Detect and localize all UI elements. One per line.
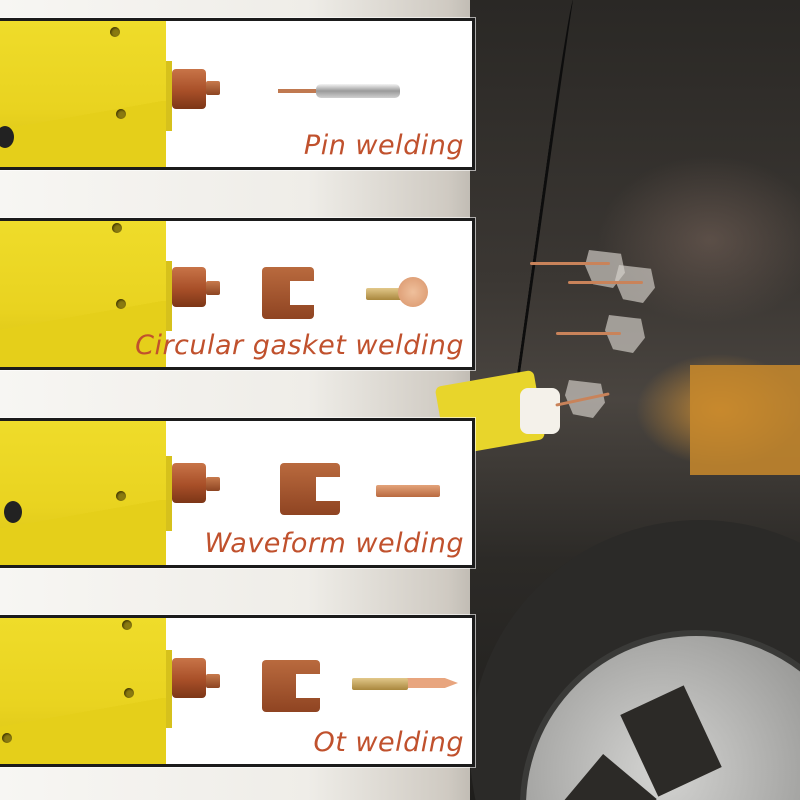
- brass-holder: [352, 678, 408, 690]
- panel-label: Pin welding: [303, 130, 464, 161]
- panel-label: Waveform welding: [204, 528, 464, 559]
- screw-hole: [116, 491, 126, 501]
- copper-slotted-cup: [262, 267, 314, 319]
- welder-body: [0, 221, 166, 367]
- panel-ot-welding: Ot welding: [0, 615, 475, 767]
- electrode-collar: [166, 650, 172, 728]
- screw-hole: [124, 688, 134, 698]
- welder-reflection: [690, 365, 800, 475]
- pin-needle: [278, 89, 318, 93]
- screw-hole: [2, 733, 12, 743]
- pin-welding-head: [316, 84, 400, 98]
- copper-electrode: [172, 69, 206, 109]
- pull-pin: [568, 281, 643, 284]
- pull-pin: [556, 332, 621, 335]
- electrode-collar: [166, 61, 172, 131]
- electrode-collar: [166, 261, 172, 331]
- rim-spoke-gap: [620, 685, 722, 797]
- panel-pin-welding: Pin welding: [0, 18, 475, 170]
- control-knob: [0, 126, 14, 148]
- electrode-collar: [166, 456, 172, 531]
- copper-wave-tip: [376, 485, 440, 497]
- copper-electrode: [172, 267, 206, 307]
- brass-washer-holder: [366, 288, 408, 300]
- panel-label: Circular gasket welding: [135, 330, 464, 361]
- screw-hole: [122, 620, 132, 630]
- welder-body: [0, 21, 166, 167]
- welder-body: [0, 421, 166, 565]
- electrode-tip: [206, 281, 220, 295]
- screw-hole: [116, 109, 126, 119]
- copper-slotted-cup: [280, 463, 340, 515]
- copper-electrode: [172, 463, 206, 503]
- panel-circular-gasket-welding: Circular gasket welding: [0, 218, 475, 370]
- rim-spoke-gap: [545, 754, 657, 800]
- screw-hole: [112, 223, 122, 233]
- screw-hole: [116, 299, 126, 309]
- welder-body: [0, 618, 166, 764]
- control-knob: [4, 501, 22, 523]
- electrode-tip: [206, 81, 220, 95]
- panel-label: Ot welding: [313, 727, 464, 758]
- copper-washer: [398, 277, 428, 307]
- stud-welder-tip: [520, 388, 560, 434]
- electrode-tip: [206, 674, 220, 688]
- copper-slotted-cup: [262, 660, 320, 712]
- screw-hole: [110, 27, 120, 37]
- electrode-tip: [206, 477, 220, 491]
- pull-pin: [530, 262, 610, 265]
- panel-waveform-welding: Waveform welding: [0, 418, 475, 568]
- copper-electrode: [172, 658, 206, 698]
- ot-blade: [370, 678, 458, 688]
